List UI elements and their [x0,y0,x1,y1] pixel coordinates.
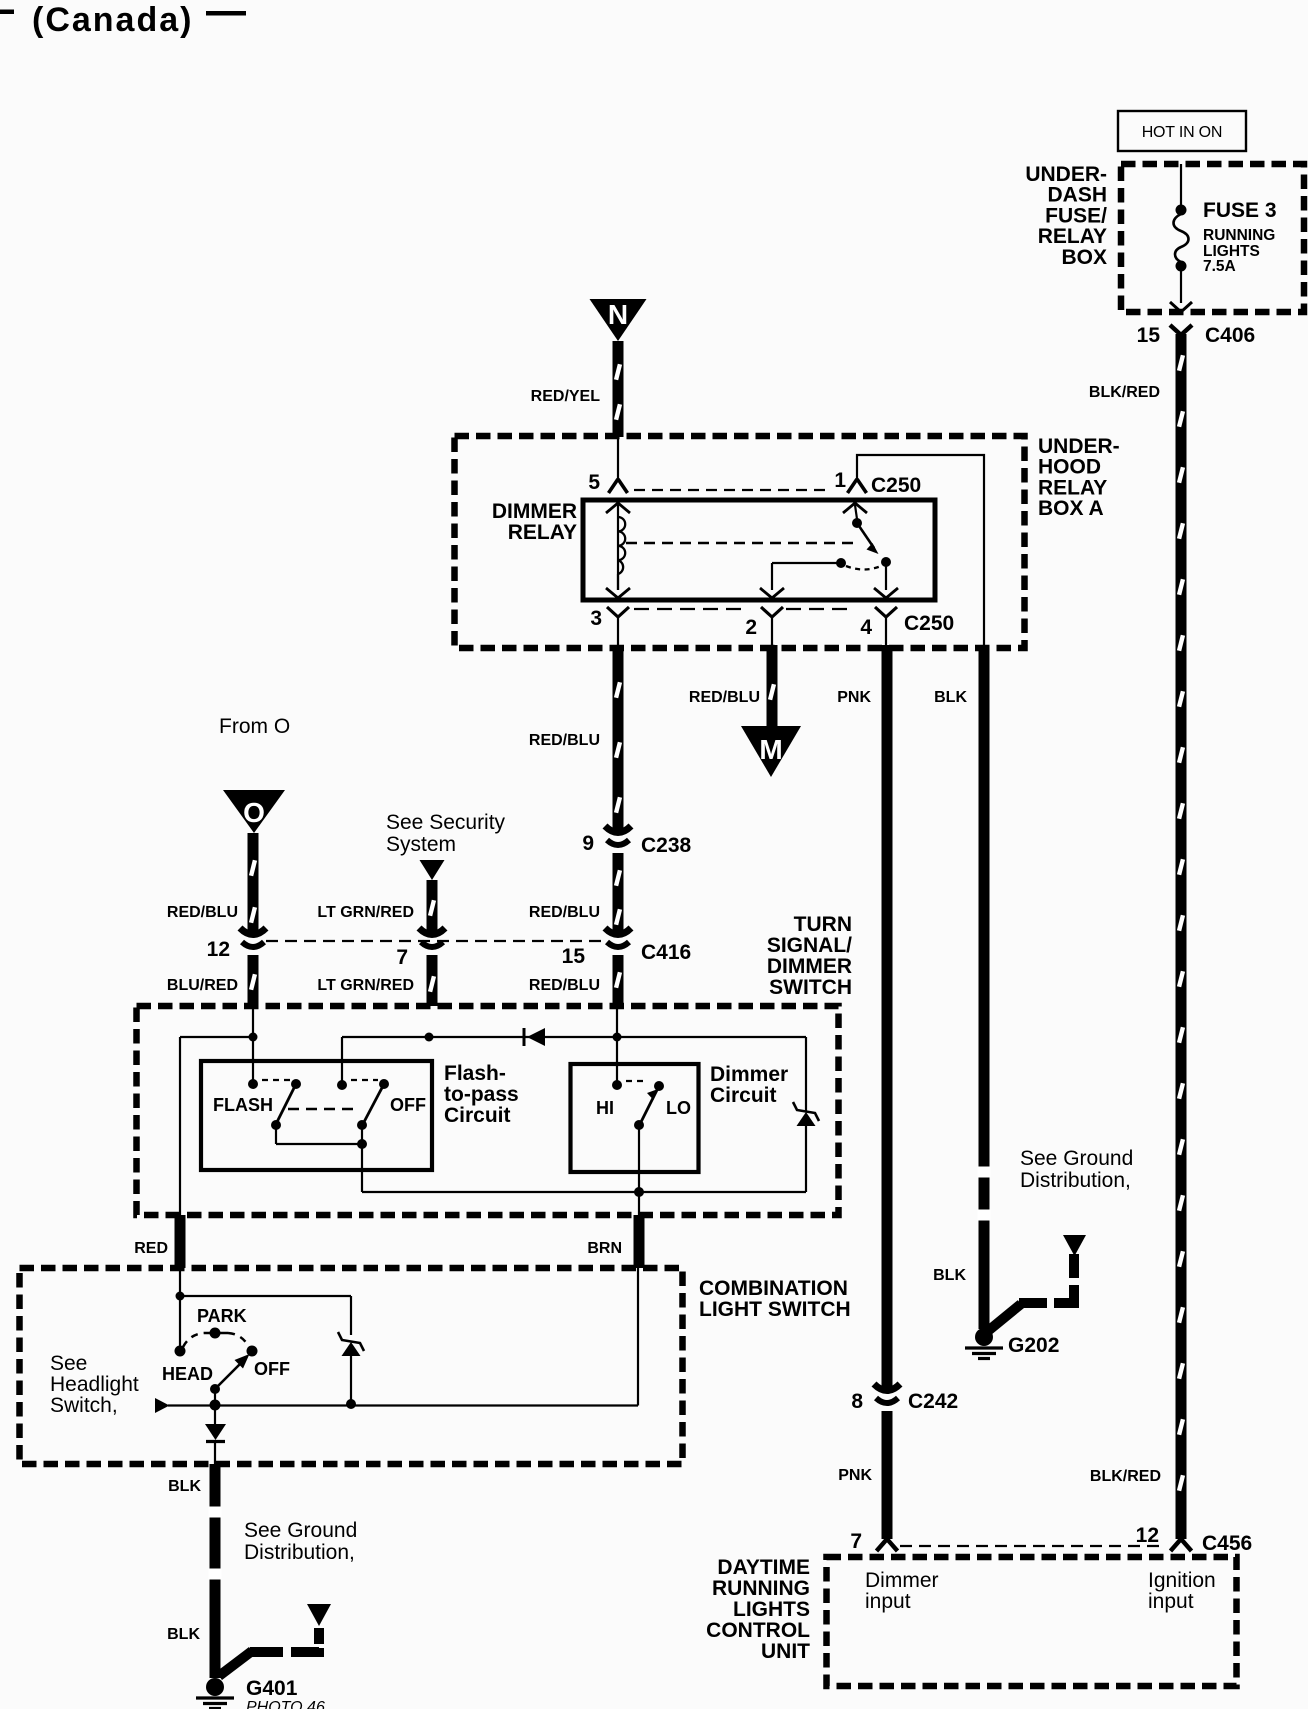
svg-text:OFF: OFF [254,1359,290,1379]
svg-text:TURN: TURN [794,913,852,936]
svg-text:LIGHTS: LIGHTS [733,1598,810,1621]
svg-text:PNK: PNK [838,1467,872,1484]
svg-text:Distribution,: Distribution, [1020,1169,1131,1192]
svg-text:7: 7 [850,1530,862,1553]
svg-text:12: 12 [207,938,230,961]
svg-text:LT GRN/RED: LT GRN/RED [317,977,414,994]
svg-text:RED/YEL: RED/YEL [531,388,601,405]
svg-text:3: 3 [590,607,602,630]
svg-text:BLK: BLK [934,689,967,706]
svg-text:Headlight: Headlight [50,1373,139,1396]
svg-text:C456: C456 [1202,1532,1252,1555]
svg-text:RUNNING: RUNNING [1203,227,1275,244]
svg-text:SWITCH: SWITCH [769,976,852,999]
svg-text:C242: C242 [908,1390,958,1413]
svg-text:Circuit: Circuit [710,1084,777,1107]
svg-text:Dimmer: Dimmer [865,1569,939,1592]
svg-text:DAYTIME: DAYTIME [717,1556,810,1579]
svg-text:RED/BLU: RED/BLU [529,732,600,749]
svg-text:PNK: PNK [837,689,871,706]
svg-text:SIGNAL/: SIGNAL/ [767,934,852,957]
svg-text:HI: HI [596,1098,614,1118]
svg-text:See Security: See Security [386,811,506,834]
svg-text:COMBINATION: COMBINATION [699,1277,848,1300]
svg-text:FLASH: FLASH [213,1095,273,1115]
svg-text:BLK: BLK [167,1626,200,1643]
svg-text:HOT IN ON: HOT IN ON [1142,124,1223,141]
svg-text:HEAD: HEAD [162,1364,213,1384]
svg-text:FUSE/: FUSE/ [1045,204,1107,227]
svg-text:UNDER-: UNDER- [1038,435,1120,458]
svg-text:9: 9 [582,832,594,855]
svg-text:DIMMER: DIMMER [767,955,852,978]
svg-text:BLK: BLK [933,1267,966,1284]
svg-text:5: 5 [588,471,600,494]
svg-text:C406: C406 [1205,324,1255,347]
svg-text:RED/BLU: RED/BLU [529,904,600,921]
svg-text:15: 15 [1137,324,1161,347]
svg-text:8: 8 [851,1390,863,1413]
svg-text:Distribution,: Distribution, [244,1541,355,1564]
svg-text:System: System [386,833,456,856]
svg-text:Flash-: Flash- [444,1062,506,1085]
svg-text:OFF: OFF [390,1095,426,1115]
svg-text:RED/BLU: RED/BLU [167,904,238,921]
svg-text:BOX: BOX [1061,246,1107,269]
svg-text:C416: C416 [641,941,691,964]
svg-text:7: 7 [396,946,408,969]
svg-text:RELAY: RELAY [1038,476,1107,499]
svg-text:input: input [865,1590,911,1613]
svg-text:4: 4 [860,616,872,639]
svg-text:7.5A: 7.5A [1203,258,1236,275]
svg-text:15: 15 [562,945,586,968]
svg-text:BLU/RED: BLU/RED [167,977,238,994]
svg-text:RED/BLU: RED/BLU [529,977,600,994]
svg-text:RELAY: RELAY [508,521,577,544]
svg-text:Circuit: Circuit [444,1104,511,1127]
svg-text:C250: C250 [904,612,954,635]
svg-text:See Ground: See Ground [244,1519,357,1542]
svg-text:G202: G202 [1008,1334,1059,1357]
svg-text:LIGHTS: LIGHTS [1203,243,1260,260]
svg-text:BOX A: BOX A [1038,497,1104,520]
svg-text:Ignition: Ignition [1148,1569,1216,1592]
svg-text:From O: From O [219,715,290,738]
svg-text:UNIT: UNIT [761,1640,810,1663]
svg-text:DIMMER: DIMMER [492,500,577,523]
svg-text:BLK/RED: BLK/RED [1090,1468,1161,1485]
svg-text:HOOD: HOOD [1038,456,1101,479]
svg-text:LT GRN/RED: LT GRN/RED [317,904,414,921]
svg-text:to-pass: to-pass [444,1083,519,1106]
svg-text:See Ground: See Ground [1020,1147,1133,1170]
svg-text:N: N [608,299,628,330]
svg-text:PARK: PARK [197,1306,247,1326]
svg-text:RUNNING: RUNNING [712,1577,810,1600]
svg-text:RED/BLU: RED/BLU [689,689,760,706]
svg-text:1: 1 [834,469,846,492]
svg-text:UNDER-: UNDER- [1025,163,1107,186]
svg-text:LIGHT SWITCH: LIGHT SWITCH [699,1298,851,1321]
svg-text:RED: RED [134,1240,168,1257]
svg-text:BRN: BRN [587,1240,622,1257]
svg-text:DASH: DASH [1047,184,1107,207]
svg-text:Switch,: Switch, [50,1394,118,1417]
svg-text:FUSE 3: FUSE 3 [1203,199,1277,222]
svg-text:(Canada): (Canada) [32,1,193,39]
svg-text:Dimmer: Dimmer [710,1063,788,1086]
svg-text:O: O [243,797,265,828]
svg-text:12: 12 [1136,1524,1159,1547]
svg-text:CONTROL: CONTROL [706,1619,810,1642]
svg-text:PHOTO 46: PHOTO 46 [246,1699,325,1709]
svg-text:C238: C238 [641,834,692,857]
svg-text:C250: C250 [871,474,921,497]
svg-text:M: M [759,734,782,765]
svg-text:RELAY: RELAY [1038,225,1107,248]
svg-text:LO: LO [666,1098,691,1118]
svg-text:input: input [1148,1590,1194,1613]
svg-text:See: See [50,1352,87,1375]
svg-text:2: 2 [745,616,757,639]
svg-text:G401: G401 [246,1677,298,1700]
svg-text:BLK/RED: BLK/RED [1089,384,1160,401]
svg-text:BLK: BLK [168,1478,201,1495]
